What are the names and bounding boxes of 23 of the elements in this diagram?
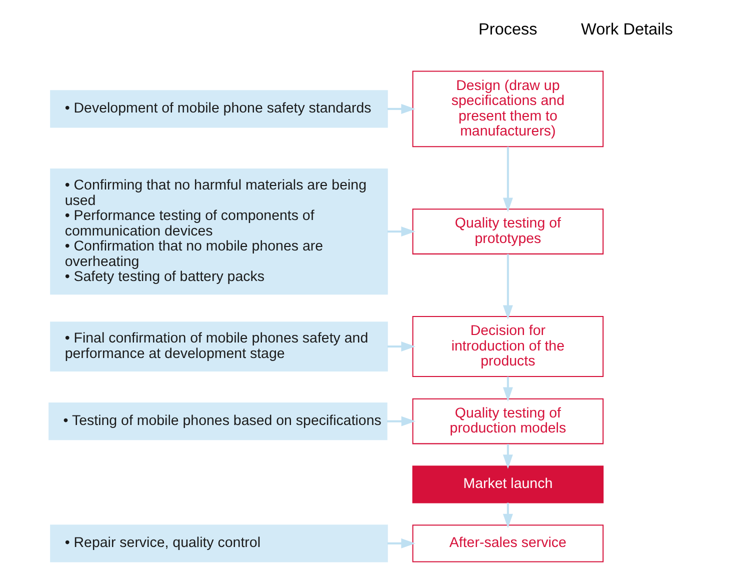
node-box: After-sales service bbox=[412, 524, 604, 562]
label: Process bbox=[478, 20, 538, 38]
arrow bbox=[502, 444, 513, 469]
node-box: • Confirming that no harmful materials are being used • Performance testing of components of communication devices • Confirmation that no mobile phones are overheating • Safety testing of battery packs bbox=[50, 168, 388, 295]
arrow bbox=[387, 226, 416, 237]
node-box: • Testing of mobile phones based on specifications bbox=[48, 402, 388, 440]
node-box: • Final confirmation of mobile phones safety and performance at development stage bbox=[50, 322, 388, 372]
arrow bbox=[387, 104, 416, 114]
arrow bbox=[502, 146, 513, 212]
arrow bbox=[387, 538, 416, 548]
label: Work Details bbox=[581, 20, 673, 38]
arrow bbox=[387, 342, 416, 352]
arrow bbox=[502, 502, 513, 528]
node-box: • Repair service, quality control bbox=[50, 524, 388, 562]
node-box: Quality testing of prototypes bbox=[412, 208, 604, 254]
node-box: Design (draw up specifications and present them to manufacturers) bbox=[412, 70, 604, 148]
arrow bbox=[502, 254, 513, 320]
node-box: • Development of mobile phone safety standards bbox=[50, 90, 388, 128]
arrow bbox=[387, 416, 416, 426]
node-box: Quality testing of production models bbox=[412, 398, 604, 444]
arrow bbox=[502, 376, 513, 402]
node-box: Decision for introduction of the products bbox=[412, 316, 604, 378]
node-box: Market launch bbox=[412, 466, 604, 504]
